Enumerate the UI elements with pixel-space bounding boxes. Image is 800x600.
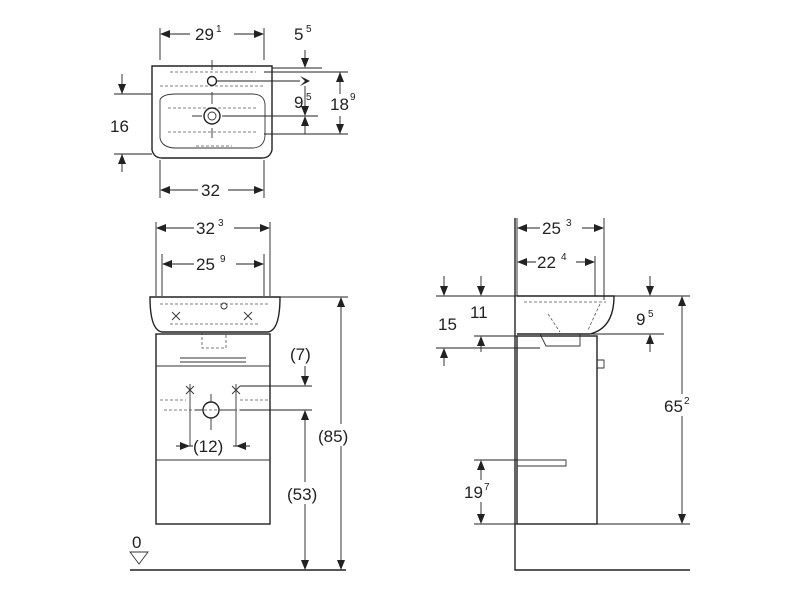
basin-plan-outline (151, 65, 273, 159)
dim-rim11-label: 11 (470, 303, 488, 322)
floor-level-icon (129, 551, 149, 565)
dim-top-width-sup: 1 (216, 24, 222, 35)
dim-depth-sup: 9 (350, 92, 356, 103)
dim-side-depth-label: 25 (542, 219, 561, 238)
dim-rail-height-label: 19 (464, 483, 483, 502)
floor-level-label: 0 (132, 533, 141, 552)
svg-text:3: 3 (218, 218, 224, 229)
dim-pipe-spacing-label: (12) (193, 437, 223, 456)
vanity-unit-side (516, 335, 598, 525)
basin-plan-bowl (159, 93, 266, 149)
drain-outer-icon (203, 107, 221, 125)
dim-top-width-label: 29 (195, 25, 214, 44)
dim-inner-width-label: 25 (196, 255, 215, 274)
dim-outer-width-label: 32 (196, 219, 215, 238)
svg-text:7: 7 (484, 482, 490, 493)
svg-text:3: 3 (566, 218, 572, 229)
tap-hole-icon (206, 75, 218, 87)
side-view: 25 3 22 4 15 11 9 5 65 2 (436, 216, 702, 571)
dim-pipe-offset-label: (7) (290, 345, 311, 364)
basin-front-outline (149, 296, 281, 333)
dim-bottom-width-label: 32 (201, 181, 220, 200)
top-view: 29 1 5 5 9 5 18 9 16 32 (110, 22, 358, 200)
towel-rail (517, 459, 567, 467)
dim-drain-offset-sup: 5 (306, 92, 312, 103)
dim-rim15-label: 15 (438, 315, 457, 334)
dim-tap-offset-sup: 5 (306, 24, 312, 35)
vanity-unit-front (155, 333, 271, 525)
dim-left-height-label: 16 (110, 117, 129, 136)
front-view: 32 3 25 9 (7) (12) (53) (85) (129, 216, 358, 571)
drawer-handle (180, 357, 246, 363)
svg-text:5: 5 (648, 309, 654, 320)
dim-total-height-label: (85) (318, 427, 348, 446)
wall-line (514, 218, 690, 571)
svg-text:2: 2 (684, 396, 690, 407)
dim-side-inner-label: 22 (537, 253, 556, 272)
dim-tap-offset-label: 5 (294, 25, 303, 44)
svg-text:9: 9 (220, 254, 226, 265)
svg-text:4: 4 (561, 252, 567, 263)
dim-rim-right-label: 9 (636, 310, 645, 329)
dim-pipe-height-label: (53) (287, 485, 317, 504)
dim-side-height-label: 65 (664, 397, 683, 416)
dim-depth-label: 18 (330, 95, 349, 114)
drain-inner-icon (207, 111, 217, 121)
dim-drain-offset-label: 9 (294, 93, 303, 112)
